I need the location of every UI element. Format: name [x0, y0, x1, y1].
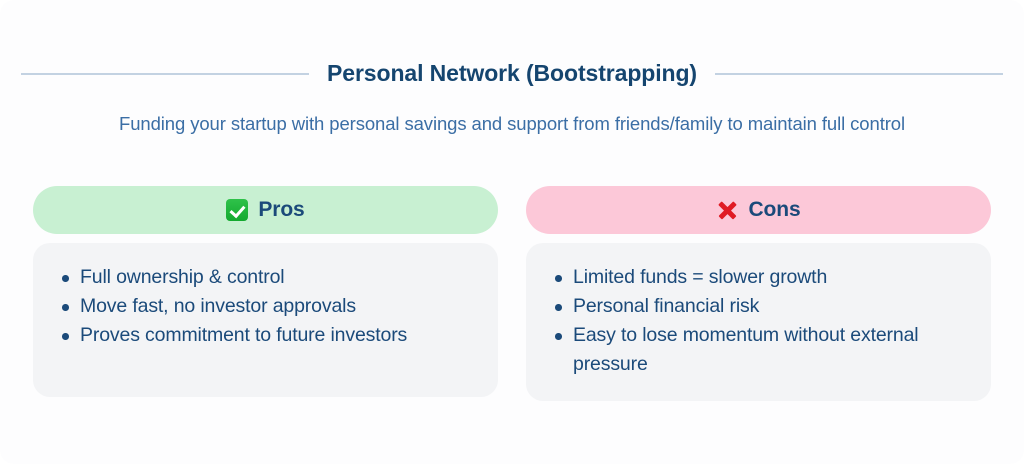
cross-mark-icon — [716, 199, 738, 221]
list-item: Easy to lose momentum without external p… — [548, 321, 969, 379]
cons-list: Limited funds = slower growth Personal f… — [548, 263, 969, 379]
list-item: Full ownership & control — [55, 263, 476, 292]
cons-column: Cons Limited funds = slower growth Perso… — [526, 186, 991, 401]
list-item: Limited funds = slower growth — [548, 263, 969, 292]
cons-label: Cons — [748, 198, 801, 221]
pros-list: Full ownership & control Move fast, no i… — [55, 263, 476, 350]
header: Personal Network (Bootstrapping) — [0, 60, 1024, 87]
title-rule-right — [714, 72, 1003, 75]
pros-card: Full ownership & control Move fast, no i… — [33, 243, 498, 397]
pros-header-badge: Pros — [33, 186, 498, 234]
pros-cons-columns: Pros Full ownership & control Move fast,… — [33, 186, 991, 401]
cons-card: Limited funds = slower growth Personal f… — [526, 243, 991, 401]
page-subtitle: Funding your startup with personal savin… — [119, 113, 905, 134]
page-title: Personal Network (Bootstrapping) — [327, 60, 697, 86]
check-mark-button-icon — [226, 199, 249, 221]
list-item: Personal financial risk — [548, 292, 969, 321]
title-rule-left — [21, 72, 310, 75]
pros-column: Pros Full ownership & control Move fast,… — [33, 186, 498, 401]
list-item: Move fast, no investor approvals — [55, 292, 476, 321]
list-item: Proves commitment to future investors — [55, 321, 476, 350]
pros-label: Pros — [258, 198, 305, 221]
cons-header-badge: Cons — [526, 186, 991, 234]
